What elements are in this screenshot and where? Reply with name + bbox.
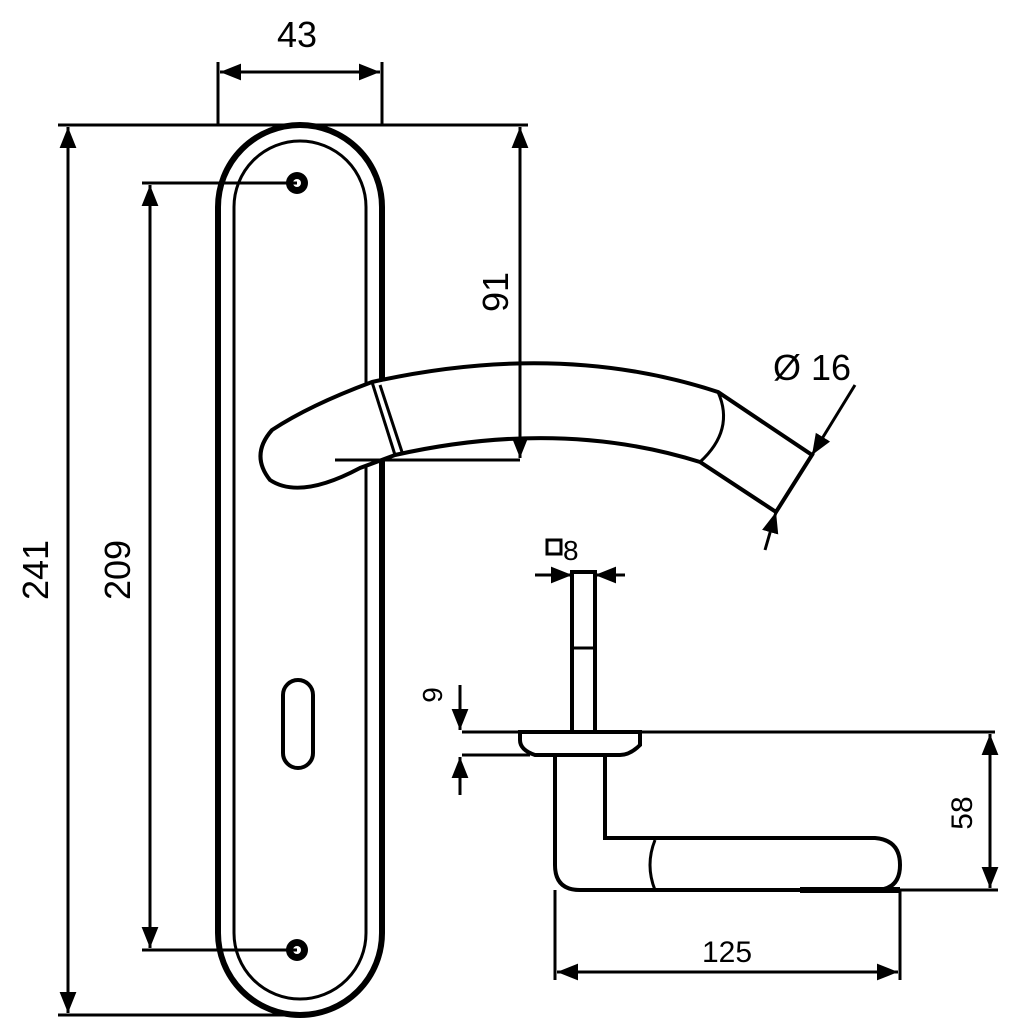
square-icon <box>545 538 563 556</box>
dim-handle-length: 125 <box>702 936 752 969</box>
dim-rose-thickness: 9 <box>417 687 448 703</box>
dim-spindle-square: 8 <box>563 535 579 566</box>
lever-side-view <box>462 570 995 893</box>
dimension-lines <box>58 62 999 1017</box>
backplate <box>215 122 385 1018</box>
dim-handle-projection: 58 <box>946 796 979 829</box>
keyhole <box>281 678 315 770</box>
spindle <box>570 570 597 734</box>
dim-plate-width: 43 <box>277 14 317 55</box>
dim-handle-height: 91 <box>475 272 516 312</box>
dim-plate-height: 241 <box>15 540 56 600</box>
dim-handle-diameter: Ø 16 <box>773 347 851 388</box>
dim-screw-spacing: 209 <box>97 540 138 600</box>
lever-front-view <box>258 361 815 515</box>
